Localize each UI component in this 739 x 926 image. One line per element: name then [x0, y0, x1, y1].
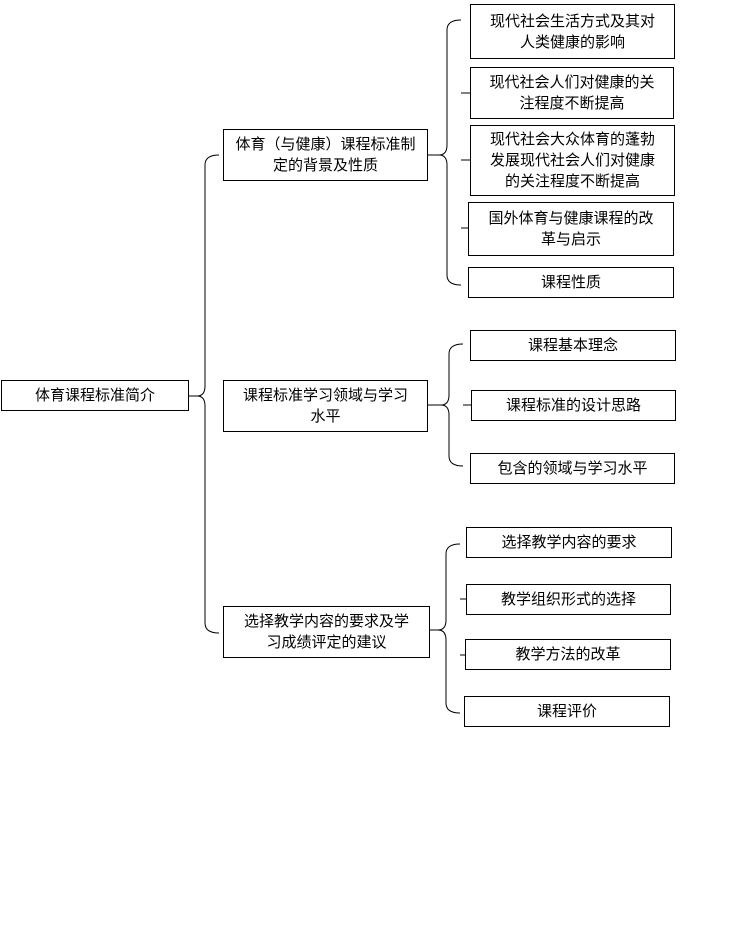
root-node: 体育课程标准简介 [1, 380, 189, 411]
leaf-node-foreign-reform: 国外体育与健康课程的改 革与启示 [468, 202, 674, 256]
branch-node-background: 体育（与健康）课程标准制 定的背景及性质 [223, 129, 428, 181]
branch-2-brace [440, 343, 464, 467]
leaf-node-domains-levels: 包含的领域与学习水平 [470, 453, 675, 484]
leaf-node-course-evaluation: 课程评价 [464, 696, 670, 727]
branch-1-brace [438, 19, 462, 286]
branch-node-learning-domains: 课程标准学习领域与学习 水平 [223, 380, 428, 432]
leaf-node-design-ideas: 课程标准的设计思路 [471, 390, 676, 421]
leaf-node-organization-forms: 教学组织形式的选择 [466, 584, 671, 615]
leaf-node-lifestyle-impact: 现代社会生活方式及其对 人类健康的影响 [470, 4, 675, 59]
leaf-node-mass-sports: 现代社会大众体育的蓬勃 发展现代社会人们对健康 的关注程度不断提高 [470, 125, 675, 196]
branch-3-brace [437, 543, 461, 714]
leaf-node-health-attention: 现代社会人们对健康的关 注程度不断提高 [470, 67, 674, 119]
branch-node-content-assessment: 选择教学内容的要求及学 习成绩评定的建议 [223, 606, 430, 658]
leaf-node-content-requirements: 选择教学内容的要求 [466, 527, 672, 558]
root-brace [196, 154, 220, 634]
leaf-node-basic-concepts: 课程基本理念 [470, 330, 676, 361]
leaf-node-course-nature: 课程性质 [468, 267, 674, 298]
leaf-node-method-reform: 教学方法的改革 [465, 639, 671, 670]
